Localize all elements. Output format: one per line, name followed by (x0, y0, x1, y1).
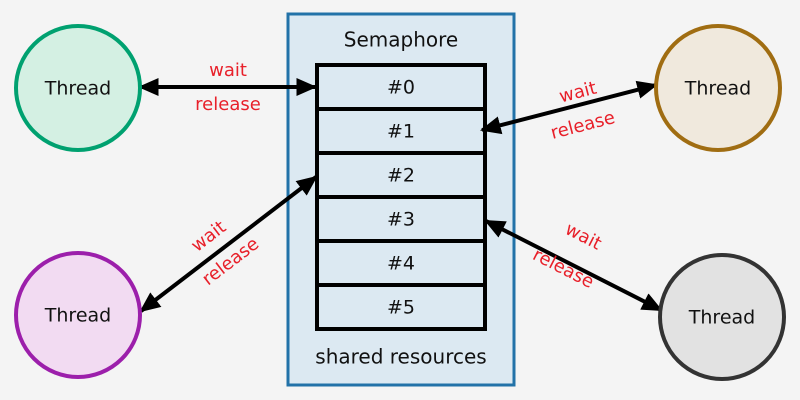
thread-label-top-left: Thread (44, 78, 111, 100)
slot-label-5: #5 (387, 297, 415, 319)
slot-box-0[interactable] (315, 63, 487, 111)
slot-label-0: #0 (387, 77, 415, 99)
semaphore-slot[interactable]: #3 (315, 195, 487, 243)
thread-node-top-left[interactable]: Thread (14, 24, 142, 152)
slot-label-3: #3 (387, 209, 415, 231)
semaphore-slot[interactable]: #2 (315, 151, 487, 199)
thread-circle-top-right[interactable] (654, 24, 782, 152)
semaphore-slot[interactable]: #0 (315, 63, 487, 111)
edge-line-top-right[interactable] (479, 80, 659, 135)
semaphore-container: Semaphore #0 #1 #2 #3 (286, 12, 516, 387)
semaphore-caption: shared resources (315, 345, 486, 369)
thread-node-top-right[interactable]: Thread (654, 24, 782, 152)
slot-label-2: #2 (387, 165, 415, 187)
thread-label-top-right: Thread (684, 78, 751, 100)
edge-line-bottom-left[interactable] (139, 175, 318, 313)
thread-circle-top-left[interactable] (14, 24, 142, 152)
thread-circle-bottom-left[interactable] (14, 251, 142, 379)
thread-group: Thread Thread Thread Thread (14, 24, 786, 381)
thread-node-bottom-right[interactable]: Thread (658, 253, 786, 381)
thread-label-bottom-right: Thread (688, 307, 755, 329)
slot-box-1[interactable] (315, 107, 487, 155)
thread-node-bottom-left[interactable]: Thread (14, 251, 142, 379)
edge-thread-top-left[interactable]: wait release (137, 60, 318, 115)
semaphore-slot[interactable]: #5 (315, 283, 487, 331)
semaphore-title: Semaphore (344, 28, 458, 52)
edge-line-bottom-right[interactable] (484, 219, 663, 312)
slot-label-1: #1 (387, 121, 415, 143)
semaphore-slot-list: #0 #1 #2 #3 #4 (315, 63, 487, 331)
edge-label-release-top-left: release (195, 94, 261, 115)
edge-label-wait-top-left: wait (209, 60, 247, 81)
thread-circle-bottom-right[interactable] (658, 253, 786, 381)
semaphore-slot[interactable]: #4 (315, 239, 487, 287)
thread-label-bottom-left: Thread (44, 305, 111, 327)
slot-label-4: #4 (387, 253, 415, 275)
semaphore-slot[interactable]: #1 (315, 107, 487, 155)
